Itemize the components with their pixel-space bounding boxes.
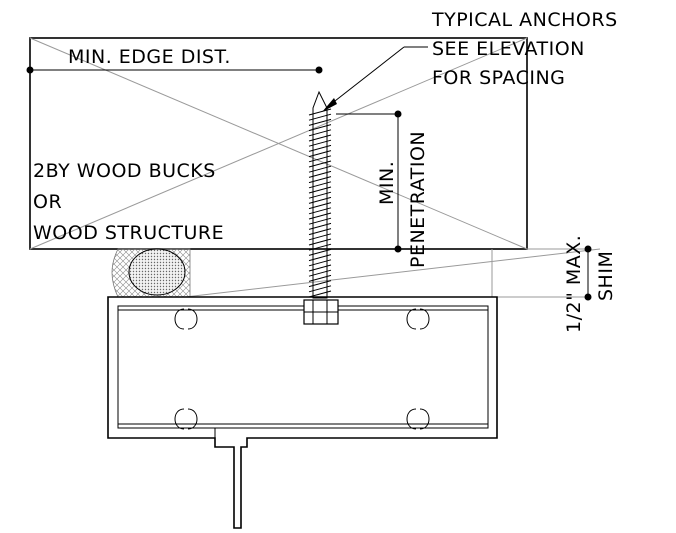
- wood-buck-block: [29, 37, 528, 250]
- anchors-label-line3: FOR SPACING: [432, 67, 565, 89]
- screw-thread: [308, 280, 332, 288]
- anchor-screw: [303, 90, 339, 325]
- screw-thread: [308, 243, 332, 251]
- screw-thread: [308, 113, 332, 121]
- screw-thread: [308, 150, 332, 158]
- screw-thread: [308, 139, 332, 147]
- wood-label-line2: OR: [33, 191, 62, 213]
- screw-thread: [308, 118, 332, 126]
- screw-thread: [308, 181, 332, 189]
- edge-distance-label: MIN. EDGE DIST.: [68, 46, 231, 68]
- wood-label-line3: WOOD STRUCTURE: [33, 222, 224, 244]
- screw-thread: [308, 259, 332, 267]
- screw-thread: [308, 228, 332, 236]
- screw-thread: [308, 212, 332, 220]
- screw-thread: [308, 165, 332, 173]
- screw-thread: [308, 108, 332, 116]
- screw-thread: [308, 191, 332, 199]
- sealant-shim: [111, 248, 191, 298]
- screw-thread: [308, 269, 332, 277]
- aluminum-frame-profile: [107, 296, 498, 529]
- screw-thread: [308, 290, 332, 298]
- screw-thread: [308, 129, 332, 137]
- penetration-label-line1: MIN.: [376, 161, 398, 205]
- screw-thread: [308, 176, 332, 184]
- screw-thread: [308, 248, 332, 256]
- screw-thread: [308, 254, 332, 262]
- screw-thread: [308, 170, 332, 178]
- shim-dimension: [584, 245, 592, 301]
- screw-thread: [308, 196, 332, 204]
- screw-thread: [308, 207, 332, 215]
- screw-thread: [308, 202, 332, 210]
- screw-boss-clips: [174, 308, 430, 430]
- shim-label-line2: SHIM: [595, 251, 617, 301]
- screw-thread: [308, 186, 332, 194]
- screw-thread: [308, 285, 332, 293]
- screw-threads: [308, 108, 332, 298]
- screw-thread: [308, 238, 332, 246]
- anchors-leader: [322, 46, 428, 112]
- screw-thread: [308, 155, 332, 163]
- penetration-dimension: [336, 110, 402, 253]
- wood-label-line1: 2BY WOOD BUCKS: [33, 160, 216, 182]
- screw-thread: [308, 134, 332, 142]
- screw-thread: [308, 233, 332, 241]
- construction-lines: [184, 248, 601, 298]
- screw-thread: [308, 274, 332, 282]
- screw-thread: [308, 264, 332, 272]
- anchors-label-line2: SEE ELEVATION: [432, 38, 585, 60]
- screw-thread: [308, 124, 332, 132]
- penetration-label-line2: PENETRATION: [407, 131, 429, 268]
- anchors-label-line1: TYPICAL ANCHORS: [431, 9, 618, 31]
- screw-thread: [308, 222, 332, 230]
- edge-distance-dimension: MIN. EDGE DIST.: [26, 46, 323, 74]
- screw-thread: [308, 160, 332, 168]
- shim-label-line1: 1/2" MAX.: [563, 235, 585, 333]
- screw-thread: [308, 144, 332, 152]
- screw-thread: [308, 217, 332, 225]
